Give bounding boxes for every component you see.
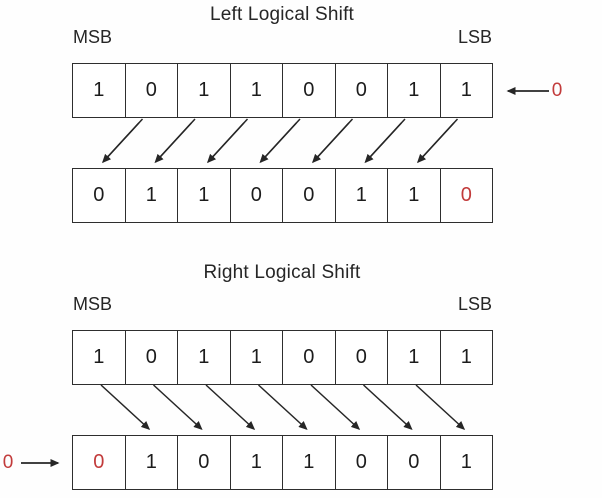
- bit-cell: 1: [460, 346, 472, 368]
- bit-cell: 0: [336, 436, 388, 489]
- bit-cell: 0: [126, 331, 178, 384]
- bit-cell: 1: [73, 64, 126, 117]
- bit-cell: 0: [231, 169, 283, 222]
- bit-cell: 0: [126, 64, 178, 117]
- left-shift-result-register: 0 1 1 0 0 1 1 0: [72, 168, 493, 223]
- bit-cell: 1: [126, 436, 178, 489]
- bit-cell: 1: [388, 169, 441, 222]
- right-shift-msb-label: MSB: [73, 294, 113, 314]
- bit-cell: 0: [336, 64, 388, 117]
- bit-cell: 1: [231, 331, 283, 384]
- right-shift-source-register: 1 0 1 1 0 0 1 1: [72, 330, 493, 385]
- left-shift-bit-arrows: [101, 118, 459, 164]
- bit-cell: 1: [231, 64, 283, 117]
- bit-cell: 1: [388, 331, 441, 384]
- bit-cell: 1: [336, 169, 388, 222]
- bit-cell: 0: [73, 169, 126, 222]
- bit-cell: 1: [73, 331, 126, 384]
- bit-cell: 1: [178, 169, 231, 222]
- bit-cell: 1: [283, 436, 336, 489]
- right-shift-title: Right Logical Shift: [203, 262, 361, 283]
- bit-cell: 1: [460, 451, 472, 473]
- left-shift-source-register: 1 0 1 1 0 0 1 1: [72, 63, 493, 118]
- left-shift-carry-in-zero: 0: [551, 80, 563, 101]
- right-shift-bit-arrows: [100, 384, 466, 431]
- bit-cell: 0: [460, 184, 472, 206]
- bit-cell: 0: [178, 436, 231, 489]
- bit-cell: 0: [388, 436, 441, 489]
- bit-cell: 1: [460, 79, 472, 101]
- bit-cell: 0: [336, 331, 388, 384]
- bit-cell: 0: [283, 169, 336, 222]
- bit-cell: 1: [388, 64, 441, 117]
- left-shift-title: Left Logical Shift: [209, 4, 355, 25]
- bit-cell: 0: [283, 64, 336, 117]
- bit-cell: 0: [73, 436, 126, 489]
- right-shift-carry-in-zero: 0: [2, 452, 14, 473]
- right-shift-result-register: 0 1 0 1 1 0 0 1: [72, 435, 493, 490]
- bit-cell: 1: [178, 64, 231, 117]
- right-shift-lsb-label: LSB: [457, 294, 492, 314]
- bit-cell: 0: [283, 331, 336, 384]
- bit-cell: 1: [231, 436, 283, 489]
- bit-cell: 1: [178, 331, 231, 384]
- left-shift-msb-label: MSB: [73, 27, 113, 47]
- left-shift-lsb-label: LSB: [457, 27, 492, 47]
- bit-cell: 1: [126, 169, 178, 222]
